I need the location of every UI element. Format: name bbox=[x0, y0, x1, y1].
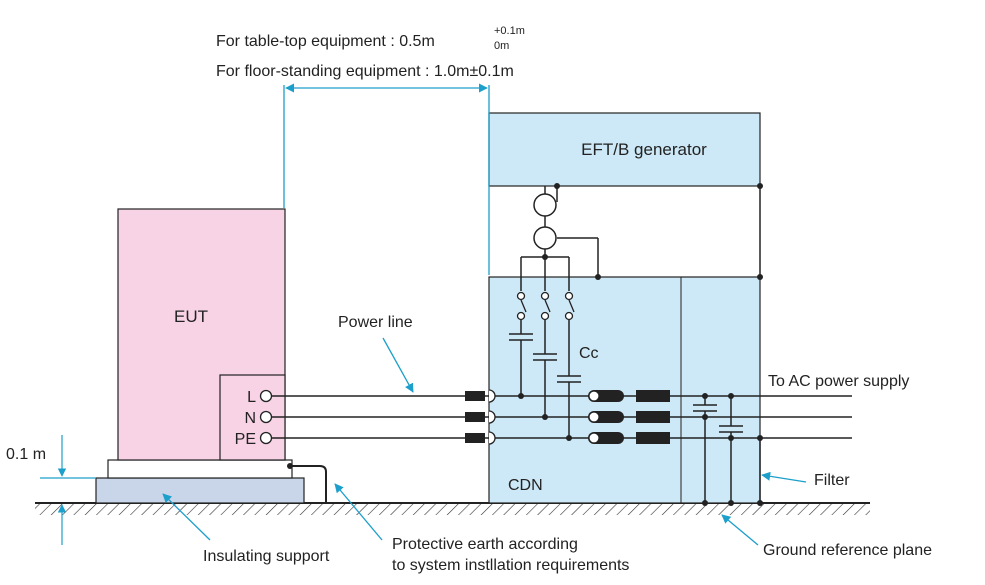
coupling-capacitors bbox=[509, 320, 581, 438]
protective-earth-label-line2: to system instllation requirements bbox=[392, 557, 629, 574]
terminal-l-label: L bbox=[247, 389, 256, 406]
protective-earth-wire bbox=[290, 465, 327, 503]
coupling-switches bbox=[516, 291, 575, 321]
eut-base bbox=[107, 459, 293, 479]
insulating-support-label: Insulating support bbox=[203, 548, 330, 565]
height-label: 0.1 m bbox=[6, 446, 46, 463]
terminal-n-icon bbox=[259, 410, 273, 424]
protective-earth-label-line1: Protective earth according bbox=[392, 536, 578, 553]
tolerance-plus: +0.1m bbox=[494, 25, 525, 37]
decoupling-chokes bbox=[588, 390, 670, 444]
cc-label: Cc bbox=[579, 345, 599, 362]
ac-supply-label: To AC power supply bbox=[768, 373, 909, 390]
filter-label: Filter bbox=[814, 472, 850, 489]
ground-reference-plane bbox=[35, 502, 870, 515]
tolerance-minus: 0m bbox=[494, 40, 509, 52]
power-line-arrow bbox=[382, 337, 414, 393]
protective-earth-arrow bbox=[334, 483, 383, 541]
distance-dimension bbox=[283, 83, 490, 275]
terminal-n-label: N bbox=[244, 410, 256, 427]
terminal-pe-icon bbox=[259, 431, 273, 445]
power-line-wires bbox=[271, 395, 852, 439]
generator-label: EFT/B generator bbox=[581, 140, 707, 159]
power-line-label: Power line bbox=[338, 314, 413, 331]
cdn-connectors bbox=[465, 389, 496, 445]
cdn-label: CDN bbox=[508, 477, 543, 494]
ground-plane-label: Ground reference plane bbox=[763, 542, 932, 559]
terminal-pe-label: PE bbox=[235, 431, 256, 448]
filter-capacitors bbox=[693, 396, 761, 503]
insulating-support-arrow bbox=[162, 493, 211, 541]
eut-label: EUT bbox=[174, 307, 208, 326]
cdn-box bbox=[488, 276, 761, 504]
insulating-support bbox=[95, 477, 305, 504]
height-dimension bbox=[40, 435, 96, 545]
floor-distance-text: For floor-standing equipment : 1.0m±0.1m bbox=[216, 63, 514, 80]
tabletop-distance-text: For table-top equipment : 0.5m bbox=[216, 33, 435, 50]
ground-plane-arrow bbox=[721, 514, 759, 546]
filter-arrow bbox=[761, 471, 807, 483]
terminal-l-icon bbox=[259, 389, 273, 403]
generator-coupling-wiring bbox=[520, 186, 761, 291]
